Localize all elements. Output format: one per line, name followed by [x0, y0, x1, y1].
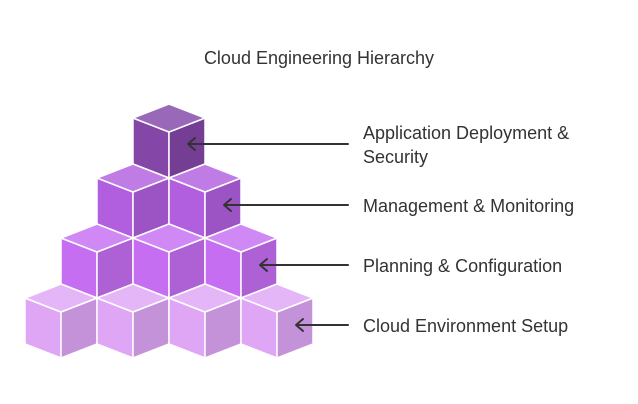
level-label-4: Cloud Environment Setup [363, 316, 569, 336]
cube-level-4-1-top-face [24, 283, 98, 313]
diagram-title: Cloud Engineering Hierarchy [203, 48, 435, 68]
level-label-1: Application Deployment & Security [363, 123, 570, 167]
arrow-4 [295, 318, 349, 332]
level-label-3: Planning & Configuration [363, 256, 563, 276]
cube-level-3-1-top-face [60, 223, 134, 253]
cube-level-3-2-top-face [132, 223, 206, 253]
cube-level-2-1-top-face [96, 163, 170, 193]
cube-level-4-2-top-face [96, 283, 170, 313]
cube-level-4-3-top-face [168, 283, 242, 313]
cube-level-1-1-top-face [132, 103, 206, 133]
level-label-2: Management & Monitoring [363, 196, 575, 216]
arrow-3 [259, 258, 349, 272]
cube-level-3-3-top-face [204, 223, 278, 253]
arrow-1 [187, 137, 349, 151]
arrow-2 [223, 198, 349, 212]
cube-level-2-2-top-face [168, 163, 242, 193]
cube-level-4-4-top-face [240, 283, 314, 313]
